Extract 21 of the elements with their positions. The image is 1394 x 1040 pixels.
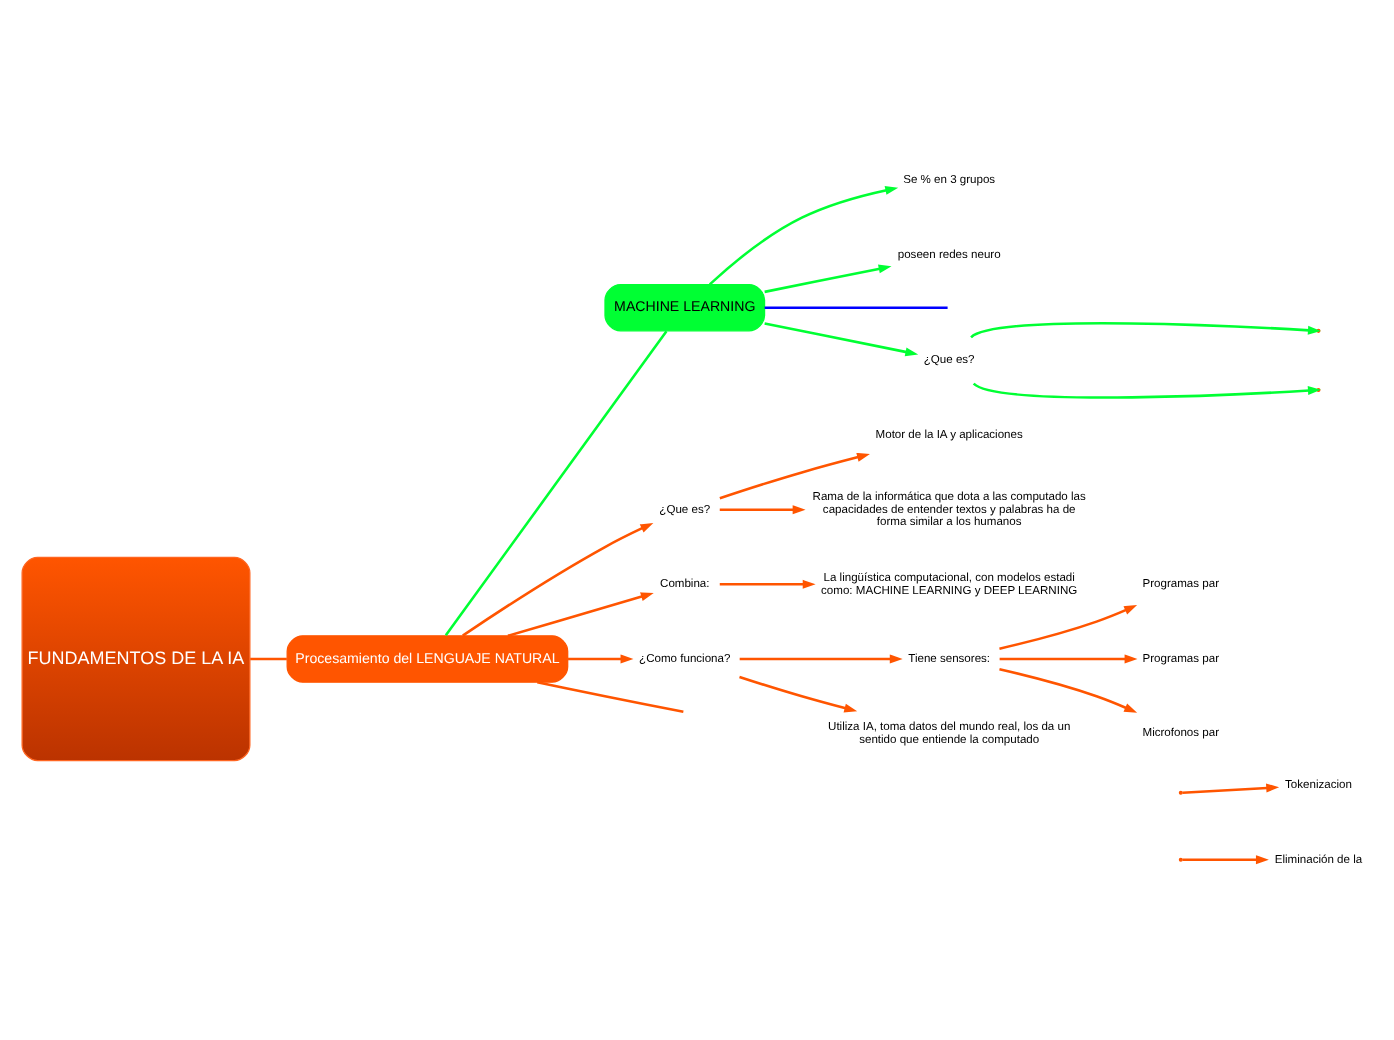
arrow xyxy=(739,654,903,664)
connector xyxy=(444,330,668,637)
arrow xyxy=(999,668,1138,713)
arrow xyxy=(507,592,654,637)
arrow xyxy=(999,605,1138,650)
connector xyxy=(250,657,287,661)
arrow xyxy=(719,452,870,500)
node-box: FUNDAMENTOS DE LA IA xyxy=(21,556,251,762)
arrow xyxy=(1182,855,1269,865)
arrow xyxy=(739,675,858,713)
arrow xyxy=(999,654,1138,664)
arrow xyxy=(764,322,919,357)
connector xyxy=(764,306,948,309)
arrow xyxy=(719,505,806,515)
arrow xyxy=(708,185,899,286)
arrow xyxy=(1182,783,1280,795)
arrow xyxy=(719,579,816,589)
arrow xyxy=(764,264,892,294)
connector xyxy=(537,680,684,713)
arrow xyxy=(568,654,634,664)
arrow xyxy=(462,522,654,637)
